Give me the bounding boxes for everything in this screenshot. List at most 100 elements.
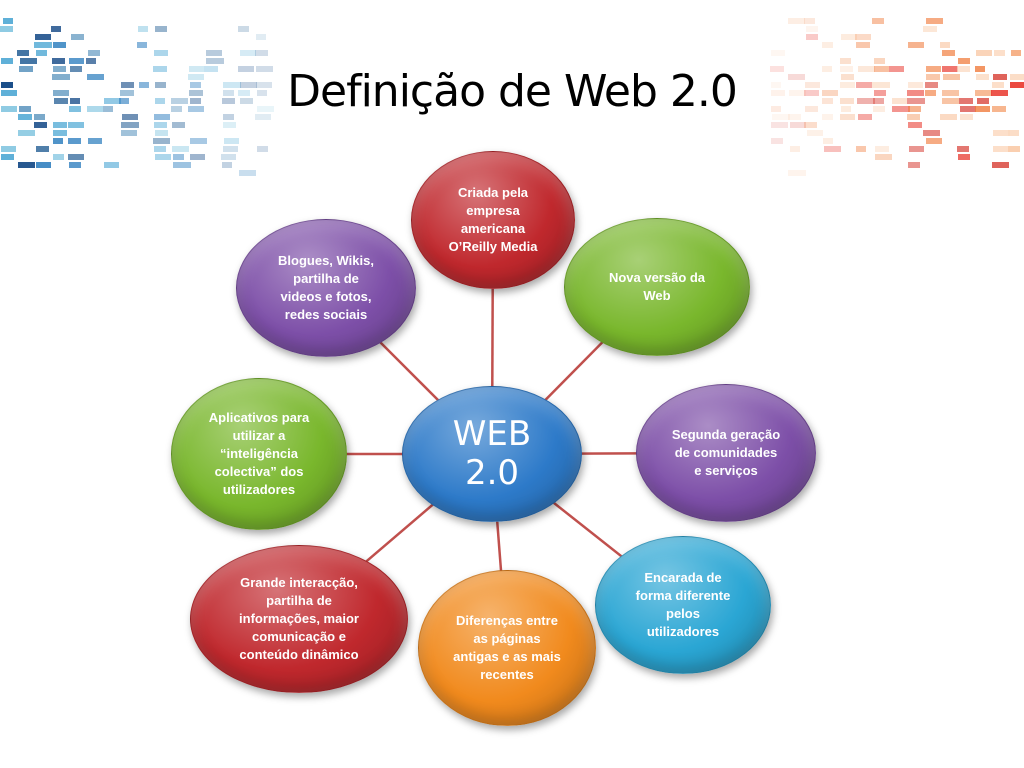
mosaic-tile — [957, 66, 970, 72]
mosaic-tile — [873, 90, 886, 96]
mosaic-tile — [993, 50, 1006, 56]
node-nova-versao: Nova versão da Web — [564, 218, 750, 356]
mosaic-tile — [204, 66, 218, 72]
mosaic-tile — [172, 146, 189, 152]
mosaic-tile — [771, 122, 788, 128]
mosaic-tile — [52, 122, 68, 128]
mosaic-tile — [789, 146, 801, 152]
mosaic-tile — [68, 154, 84, 160]
mosaic-tile — [874, 146, 890, 152]
mosaic-tile — [856, 146, 867, 152]
mosaic-tile — [1008, 130, 1020, 136]
mosaic-tile — [221, 162, 232, 168]
mosaic-tile — [53, 98, 69, 104]
mosaic-tile — [958, 58, 971, 64]
mosaic-tile — [959, 114, 973, 120]
mosaic-tile — [155, 98, 166, 104]
mosaic-tile — [19, 58, 37, 64]
mosaic-tile — [87, 50, 101, 56]
mosaic-tile — [256, 82, 273, 88]
mosaic-tile — [1, 146, 17, 152]
mosaic-tile — [153, 146, 166, 152]
mosaic-tile — [925, 66, 942, 72]
mosaic-tile — [840, 82, 855, 88]
node-criada: Criada pela empresa americana O’Reilly M… — [411, 151, 575, 289]
mosaic-tile — [839, 66, 853, 72]
decorative-mosaic-right — [770, 0, 1024, 200]
mosaic-tile — [889, 66, 905, 72]
mosaic-tile — [857, 66, 875, 72]
mosaic-tile — [52, 154, 64, 160]
mosaic-tile — [34, 42, 52, 48]
mosaic-tile — [221, 98, 236, 104]
mosaic-tile — [941, 98, 959, 104]
mosaic-tile — [992, 82, 1005, 88]
mosaic-tile — [788, 114, 802, 120]
mosaic-tile — [925, 138, 943, 144]
mosaic-tile — [771, 114, 790, 120]
mosaic-tile — [806, 34, 818, 40]
mosaic-tile — [822, 90, 838, 96]
mosaic-tile — [925, 18, 943, 24]
mosaic-tile — [992, 106, 1006, 112]
mosaic-tile — [255, 50, 268, 56]
mosaic-tile — [68, 122, 84, 128]
mosaic-tile — [240, 50, 257, 56]
mosaic-tile — [923, 26, 937, 32]
mosaic-tile — [908, 42, 925, 48]
mosaic-tile — [120, 90, 134, 96]
mosaic-tile — [52, 74, 70, 80]
mosaic-tile — [771, 138, 783, 144]
mosaic-tile — [873, 66, 889, 72]
mosaic-tile — [770, 82, 782, 88]
mosaic-tile — [153, 138, 171, 144]
mosaic-tile — [906, 90, 925, 96]
node-label: Nova versão da Web — [608, 269, 706, 303]
mosaic-tile — [154, 26, 168, 32]
mosaic-tile — [68, 58, 85, 64]
mosaic-tile — [855, 42, 871, 48]
mosaic-tile — [788, 18, 806, 24]
mosaic-tile — [873, 106, 885, 112]
node-interaccao: Grande interacção, partilha de informaçõ… — [190, 545, 408, 693]
mosaic-tile — [942, 74, 961, 80]
node-label: Segunda geração de comunidades e serviço… — [671, 426, 781, 479]
mosaic-tile — [805, 82, 820, 88]
mosaic-tile — [0, 90, 18, 96]
mosaic-tile — [992, 146, 1009, 152]
node-diferencas: Diferenças entre as páginas antigas e as… — [418, 570, 596, 726]
mosaic-tile — [1008, 146, 1020, 152]
mosaic-tile — [36, 50, 48, 56]
mosaic-tile — [840, 58, 851, 64]
mosaic-tile — [957, 154, 971, 160]
mosaic-tile — [53, 138, 63, 144]
mosaic-tile — [189, 138, 208, 144]
mosaic-tile — [87, 138, 103, 144]
mosaic-tile — [907, 162, 920, 168]
mosaic-tile — [925, 82, 938, 88]
mosaic-tile — [840, 74, 855, 80]
mosaic-tile — [923, 130, 940, 136]
node-label: Criada pela empresa americana O’Reilly M… — [448, 184, 538, 255]
mosaic-tile — [104, 98, 122, 104]
mosaic-tile — [223, 146, 239, 152]
mosaic-tile — [1009, 74, 1024, 80]
mosaic-tile — [172, 162, 191, 168]
mosaic-tile — [255, 114, 272, 120]
mosaic-tile — [957, 146, 970, 152]
mosaic-tile — [171, 122, 185, 128]
mosaic-tile — [0, 82, 14, 88]
mosaic-tile — [940, 114, 958, 120]
mosaic-tile — [942, 66, 959, 72]
mosaic-tile — [68, 138, 81, 144]
mosaic-tile — [942, 50, 955, 56]
mosaic-tile — [189, 90, 204, 96]
mosaic-tile — [121, 114, 139, 120]
mosaic-tile — [138, 82, 149, 88]
mosaic-tile — [907, 98, 925, 104]
mosaic-tile — [256, 146, 269, 152]
mosaic-tile — [223, 138, 239, 144]
mosaic-tile — [239, 98, 254, 104]
mosaic-tile — [857, 98, 876, 104]
mosaic-tile — [788, 74, 805, 80]
